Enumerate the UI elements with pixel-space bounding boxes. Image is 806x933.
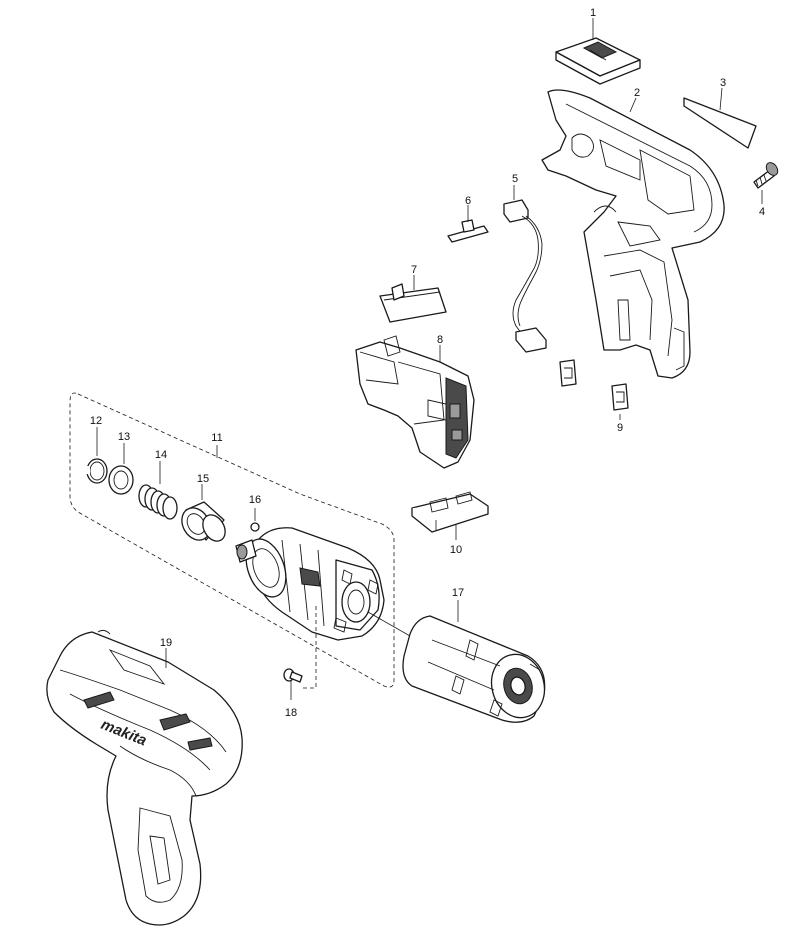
part-8-switch	[355, 335, 475, 469]
part-15-sleeve	[181, 501, 226, 542]
callout-17: 17	[452, 587, 464, 599]
part-18-screw	[283, 668, 303, 683]
part-14-compression-spring	[138, 484, 178, 520]
part-5-lead-wire	[503, 199, 547, 353]
callout-15: 15	[197, 473, 209, 485]
part-16-steel-ball	[250, 522, 260, 532]
callout-2: 2	[634, 87, 640, 99]
assembly-11-outline	[69, 392, 395, 688]
part-1-switch-cap	[555, 37, 641, 85]
part-4-screw	[753, 162, 779, 189]
callout-12: 12	[90, 415, 102, 427]
part-13-flat-washer	[108, 465, 134, 495]
callout-4: 4	[759, 206, 765, 218]
callout-8: 8	[437, 334, 443, 346]
part-19-housing-set: makita	[46, 629, 243, 926]
callout-7: 7	[411, 264, 417, 276]
part-9-clip	[559, 359, 629, 411]
part-2-housing-half	[541, 89, 725, 379]
callout-16: 16	[249, 494, 261, 506]
part-17-dc-motor	[402, 615, 546, 723]
callout-5: 5	[512, 173, 518, 185]
callout-3: 3	[720, 77, 726, 89]
callout-19: 19	[160, 637, 172, 649]
callout-13: 13	[118, 431, 130, 443]
part-3-name-plate	[683, 97, 757, 149]
callout-6: 6	[465, 195, 471, 207]
gear-assembly	[235, 527, 385, 689]
callout-11: 11	[211, 432, 222, 444]
part-7-lever	[379, 283, 447, 323]
callout-18: 18	[285, 707, 297, 719]
callout-10: 10	[450, 544, 462, 556]
callout-14: 14	[155, 449, 167, 461]
callout-9: 9	[617, 422, 623, 434]
callout-1: 1	[590, 7, 596, 19]
part-10-terminal-plate	[411, 491, 489, 533]
part-6-plate	[447, 219, 489, 243]
part-12-retaining-ring	[86, 458, 108, 484]
